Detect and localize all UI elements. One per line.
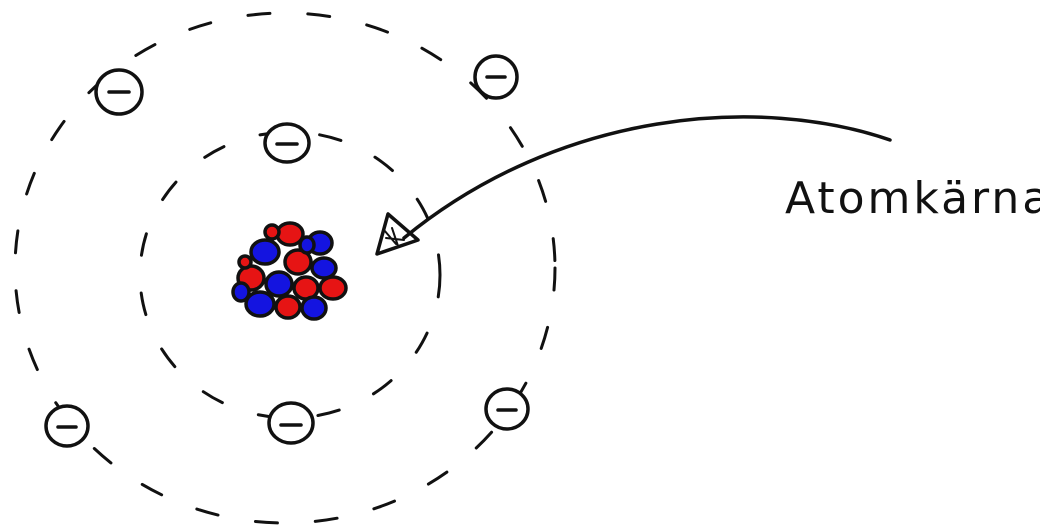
nucleus-label: Atomkärna [785, 173, 1040, 224]
neutron [233, 283, 249, 301]
neutron [251, 240, 279, 264]
proton [265, 225, 279, 239]
proton [239, 256, 251, 268]
proton [320, 277, 346, 299]
nucleus [233, 223, 346, 319]
electron [486, 389, 528, 429]
arrow-head [377, 214, 418, 254]
proton [276, 296, 300, 318]
electron [265, 124, 309, 162]
neutron [266, 272, 292, 296]
electron [269, 403, 313, 443]
neutron [302, 297, 326, 319]
electron [96, 70, 142, 114]
arrow-head-hatch [384, 228, 404, 246]
electron [46, 406, 88, 446]
electrons [46, 56, 528, 446]
neutron [300, 237, 314, 253]
neutron [312, 258, 336, 278]
electron [475, 56, 517, 98]
